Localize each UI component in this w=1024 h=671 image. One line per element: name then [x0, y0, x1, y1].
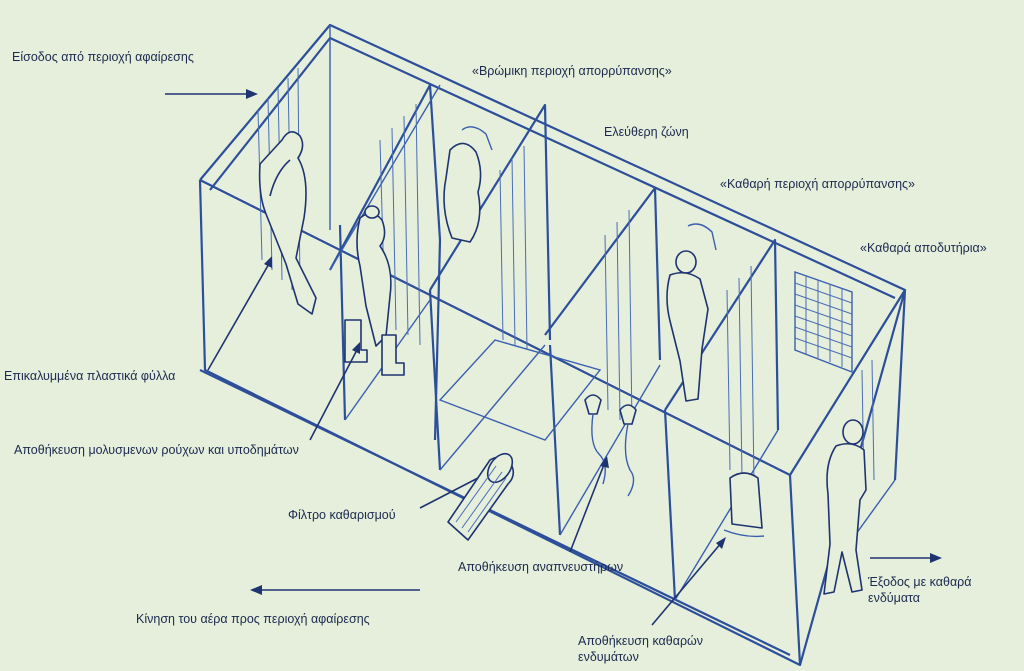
label-entry: Είσοδος από περιοχή αφαίρεσης: [12, 50, 194, 64]
filter-pipe-icon: [447, 452, 515, 541]
label-free-zone: Ελεύθερη ζώνη: [604, 125, 689, 139]
label-air-movement: Κίνηση του αέρα προς περιοχή αφαίρεσης: [136, 612, 370, 626]
arrow-air-movement: [250, 585, 420, 595]
shower-icon-clean: [687, 223, 717, 251]
label-filter: Φίλτρο καθαρισμού: [288, 508, 396, 522]
respirator-icon: [584, 394, 637, 497]
boots-icon: [344, 319, 405, 376]
person-icon-suited: [356, 205, 392, 347]
arrow-exit: [870, 553, 942, 563]
grid-window-icon: [794, 271, 853, 374]
label-respirator-storage: Αποθήκευση αναπνευστήρων: [458, 560, 624, 574]
label-plastic-sheets: Επικαλυμμένα πλαστικά φύλλα: [4, 369, 176, 383]
arrow-entry: [165, 89, 258, 99]
label-clean-clothes-storage: Αποθήκευση καθαρών ενδυμάτων: [578, 634, 704, 664]
person-icon-showering: [666, 250, 709, 402]
plastic-sheet-hatching: [257, 67, 875, 491]
label-clean-zone: «Καθαρή περιοχή απορρύπανσης»: [720, 177, 916, 191]
label-exit: Έξοδος με καθαρά ενδύματα: [868, 575, 972, 605]
label-dirty-zone: «Βρώμικη περιοχή απορρύπανσης»: [472, 64, 672, 78]
label-clean-changing: «Καθαρά αποδυτήρια»: [860, 241, 987, 255]
leader-lines: [207, 256, 726, 626]
clean-clothes-icon: [723, 472, 765, 538]
person-icon-removing-suit: [258, 131, 317, 315]
person-icon-exiting: [823, 419, 867, 595]
label-contaminated-storage: Αποθήκευση μολυσμενων ρούχων και υποδημά…: [14, 443, 299, 457]
shower-icon-dirty: [443, 126, 493, 243]
